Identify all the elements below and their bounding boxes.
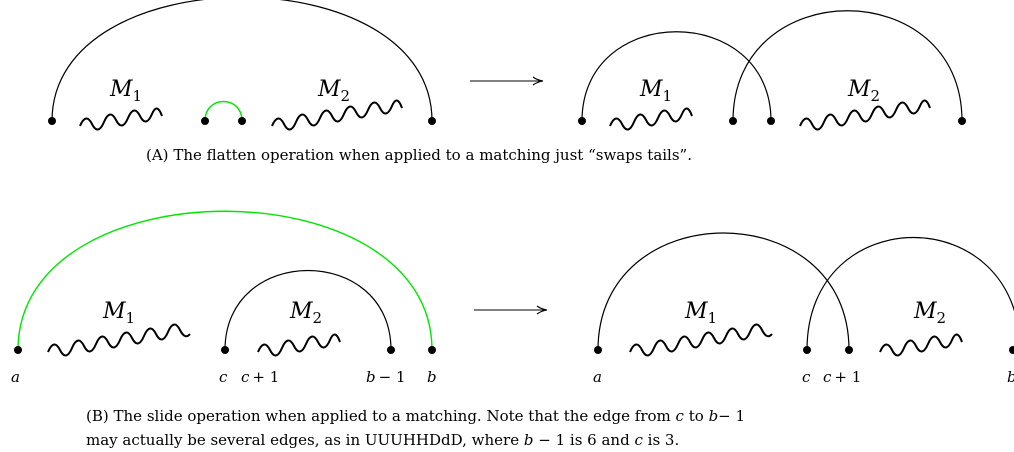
m2-squiggle: [257, 333, 341, 357]
vertex: [238, 117, 246, 125]
arc-right: [732, 10, 963, 122]
caption-b-tag: (B): [86, 407, 109, 425]
arrow-right-icon: [474, 305, 548, 315]
vertex: [958, 117, 966, 125]
vertex: [48, 117, 56, 125]
m1-squiggle: [629, 323, 773, 357]
m2-squiggle: [879, 333, 963, 357]
m2-squiggle: [271, 99, 403, 131]
m1-squiggle: [47, 323, 191, 357]
vertex: [428, 117, 436, 125]
vertex-label-b: b: [427, 368, 437, 386]
vertex: [729, 117, 737, 125]
caption-a: (A) The flatten operation when applied t…: [146, 143, 692, 167]
m1-label: M1: [684, 299, 717, 327]
vertex-label-c-plus-1: c+ 1: [241, 368, 279, 386]
vertex: [1009, 346, 1014, 354]
vertex: [387, 346, 395, 354]
inner-small-arc: [204, 100, 243, 122]
panel-b-right: M1 M2 a c c+ 1 b: [593, 232, 1014, 386]
panel-a-right: M1 M2: [578, 10, 966, 131]
vertex: [767, 117, 775, 125]
m2-label: M2: [913, 299, 946, 327]
vertex: [14, 346, 22, 354]
panel-a-left: M1 M2: [48, 0, 436, 131]
inner-arc: [224, 269, 392, 351]
vertex: [428, 346, 436, 354]
vertex: [845, 346, 853, 354]
outer-green-arc: [17, 210, 433, 351]
m2-label: M2: [847, 77, 880, 105]
outer-arc: [51, 0, 433, 122]
caption-b: (B) The slide operation when applied to …: [86, 404, 745, 452]
vertex-label-c-plus-1: c+ 1: [823, 368, 861, 386]
arc-left: [581, 31, 772, 122]
panel-b-left: M1 M2 a c c+ 1 b− 1 b: [11, 210, 437, 386]
vertex-label-a: a: [593, 368, 602, 386]
arc-left: [597, 232, 850, 351]
caption-a-text: The flatten operation when applied to a …: [173, 146, 692, 164]
vertex: [201, 117, 209, 125]
vertex-label-c: c: [802, 368, 811, 386]
m2-squiggle: [799, 99, 931, 131]
arrow-right-icon: [470, 76, 544, 86]
caption-a-tag: (A): [146, 146, 169, 164]
caption-b-line-2: may actually be several edges, as in UUU…: [86, 431, 680, 449]
m1-squiggle: [609, 107, 693, 131]
arc-right: [806, 237, 1014, 351]
m1-label: M1: [639, 77, 672, 105]
m2-label: M2: [289, 299, 322, 327]
vertex: [803, 346, 811, 354]
vertex: [594, 346, 602, 354]
vertex: [578, 117, 586, 125]
caption-b-line-1: (B) The slide operation when applied to …: [86, 407, 746, 425]
vertex-label-b: b: [1007, 368, 1014, 386]
vertex: [221, 346, 229, 354]
vertex-label-c: c: [219, 368, 228, 386]
m2-label: M2: [317, 77, 350, 105]
m1-squiggle: [79, 107, 163, 131]
vertex-label-b-minus-1: b− 1: [366, 368, 406, 386]
m1-label: M1: [109, 77, 142, 105]
vertex-label-a: a: [11, 368, 20, 386]
m1-label: M1: [102, 299, 135, 327]
